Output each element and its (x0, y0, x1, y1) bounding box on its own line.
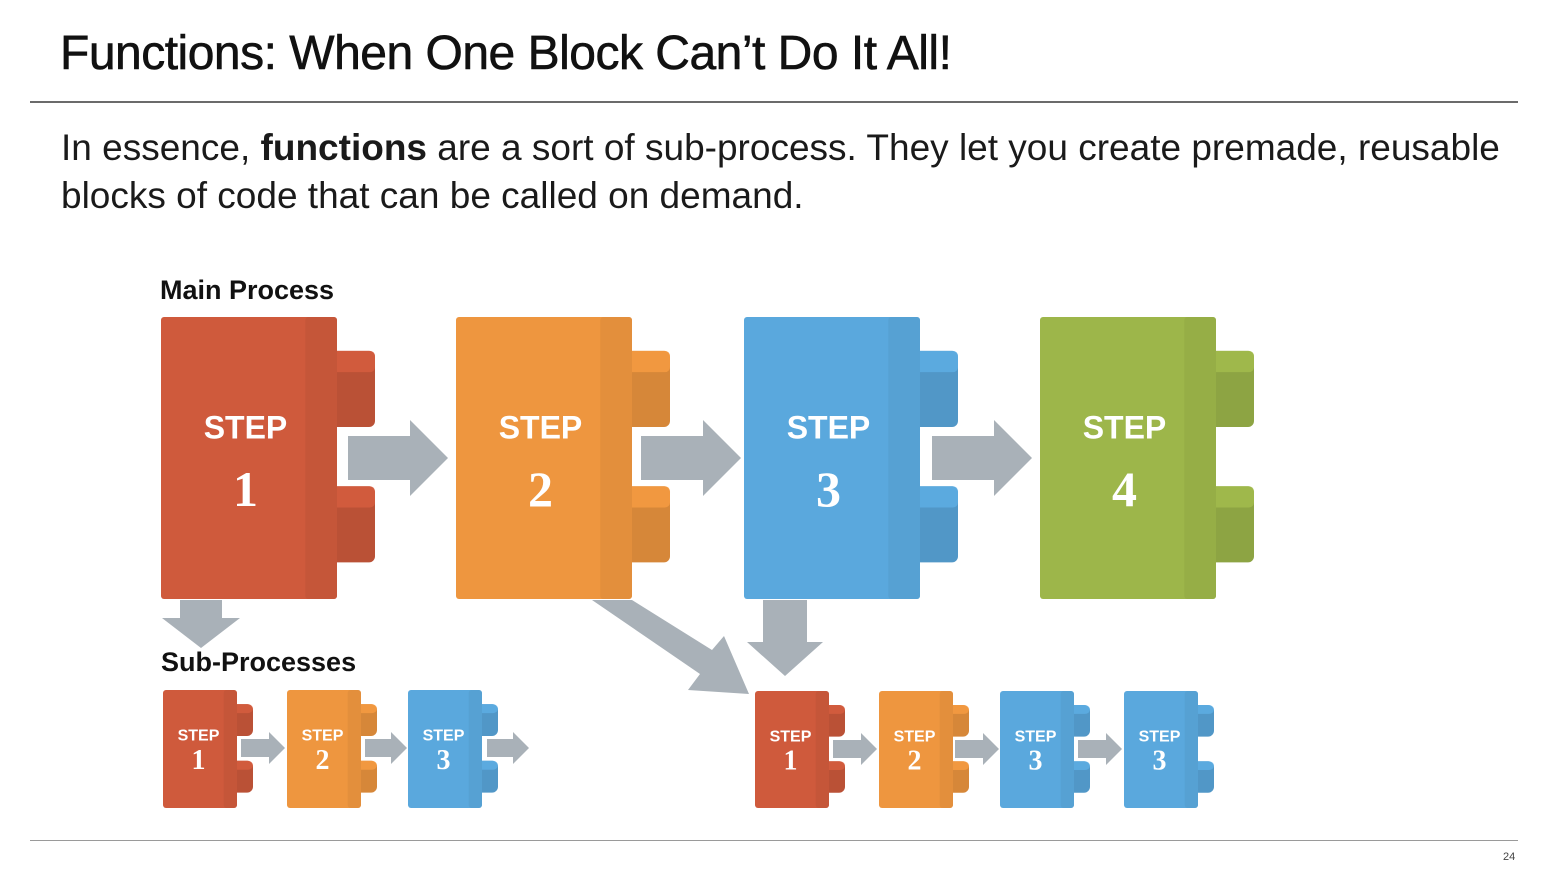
main-step-3-block-body (744, 317, 920, 599)
sub-a-step-3-block-word: STEP (423, 728, 465, 745)
main-step-1-block-knob-highlight-2 (331, 486, 375, 508)
sub-a-step-3-block-body (408, 690, 482, 808)
sub-b-step-4-block-number: 3 (1153, 745, 1167, 776)
sub-b-step-2-block-number: 2 (908, 745, 922, 776)
main-step-4-block-body (1040, 317, 1216, 599)
intro-paragraph: In essence, functions are a sort of sub-… (61, 124, 1501, 220)
sub-b-step-3-block-word: STEP (1015, 728, 1057, 745)
slide-number: 24 (1503, 851, 1516, 863)
main-step-1-block-number: 1 (233, 461, 258, 517)
sub-b-step-3-block-number: 3 (1029, 745, 1043, 776)
sub-a-step-2-block-side-shade (347, 690, 361, 808)
sub-b-arrow-2 (955, 733, 999, 765)
sub-processes-label: Sub-Processes (161, 647, 357, 677)
main-step-4-block-number: 4 (1112, 461, 1137, 517)
main-step-3-block-knob-highlight-2 (914, 486, 958, 508)
main-arrow-1 (348, 420, 448, 496)
sub-b-step-4-block-side-shade (1184, 691, 1198, 808)
main-step-3-block-word: STEP (787, 409, 871, 445)
main-step-2-block-knob-highlight-1 (626, 350, 670, 373)
sub-b-step-2-block-body (879, 691, 953, 808)
sub-b-arrow-1 (833, 733, 877, 765)
intro-keyword: functions (260, 127, 427, 168)
sub-b-step-1-block-word: STEP (770, 728, 812, 745)
sub-b-step-3-block-body (1000, 691, 1074, 808)
sub-a-step-1-block-number: 1 (192, 745, 206, 776)
sub-a-step-1-block-side-shade (223, 690, 237, 808)
sub-b-step-1-block-number: 1 (784, 745, 798, 776)
main-step-2-block-knob-highlight-2 (626, 486, 670, 508)
sub-b-step-4-block-word: STEP (1139, 728, 1181, 745)
main-step-4-block-knob-highlight-1 (1210, 350, 1254, 373)
main-step-4-block-word: STEP (1083, 409, 1167, 445)
diagonal-arrow-step2 (592, 600, 749, 694)
main-step-3-block-number: 3 (816, 461, 841, 517)
main-step-1-block: STEP 1 (161, 317, 375, 599)
main-arrow-3 (932, 420, 1032, 496)
down-arrow-step1 (162, 600, 240, 648)
sub-a-arrow-2 (365, 732, 407, 764)
main-step-3-block-knob-highlight-1 (914, 350, 958, 373)
sub-b-step-2-block-side-shade (939, 691, 953, 808)
main-arrow-2 (641, 420, 741, 496)
sub-a-step-2-block-body (287, 690, 361, 808)
footer-divider (30, 840, 1518, 841)
intro-text-start: In essence, (61, 127, 261, 168)
sub-b-step-2-block-word: STEP (894, 728, 936, 745)
main-step-4-block-side-shade (1184, 317, 1216, 599)
main-process-label: Main Process (160, 275, 335, 305)
main-step-2-block-word: STEP (499, 409, 583, 445)
main-step-2-block-body (456, 317, 632, 599)
main-step-2-block-number: 2 (528, 461, 553, 517)
down-arrow-step3 (747, 600, 823, 676)
main-step-1-block-body (161, 317, 337, 599)
main-step-1-block-knob-highlight-1 (331, 350, 375, 373)
main-step-4-block-knob-highlight-2 (1210, 486, 1254, 508)
main-step-4-block: STEP 4 (1040, 317, 1254, 599)
sub-a-step-3-block-side-shade (468, 690, 482, 808)
main-step-3-block-side-shade (888, 317, 920, 599)
main-step-3-block: STEP 3 (744, 317, 958, 599)
sub-a-step-3-block-number: 3 (437, 745, 451, 776)
sub-b-step-1-block-side-shade (815, 691, 829, 808)
main-step-1-block-side-shade (305, 317, 337, 599)
sub-a-step-2-block-number: 2 (316, 745, 330, 776)
sub-a-arrow-3 (487, 732, 529, 764)
main-step-2-block-side-shade (600, 317, 632, 599)
sub-a-arrow-1 (241, 732, 285, 764)
sub-b-arrow-3 (1078, 733, 1122, 765)
main-step-2-block: STEP 2 (456, 317, 670, 599)
intro-text-end: are a sort of sub-process. They let you … (61, 127, 1500, 216)
title-divider (30, 101, 1518, 103)
main-step-1-block-word: STEP (204, 409, 288, 445)
sub-a-step-2-block-word: STEP (302, 728, 344, 745)
sub-a-step-1-block-body (163, 690, 237, 808)
sub-b-step-4-block-body (1124, 691, 1198, 808)
sub-a-step-1-block-word: STEP (178, 728, 220, 745)
sub-b-step-3-block-side-shade (1060, 691, 1074, 808)
slide-title: Functions: When One Block Can’t Do It Al… (60, 27, 953, 81)
sub-b-step-1-block-body (755, 691, 829, 808)
